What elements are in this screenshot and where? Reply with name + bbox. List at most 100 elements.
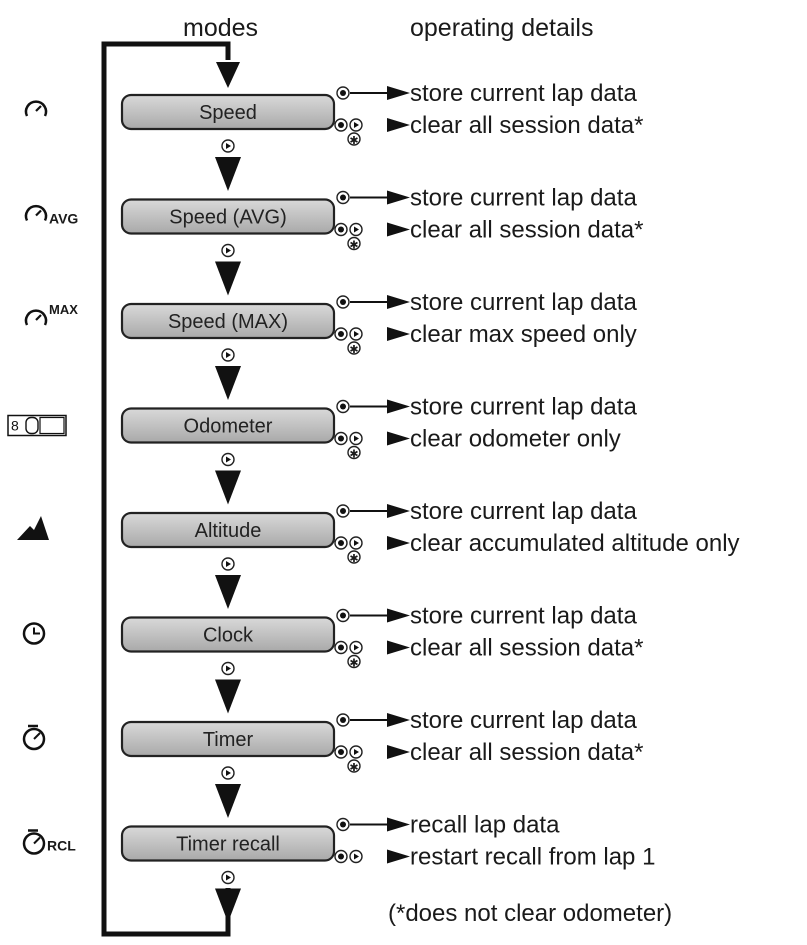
detail-arrow-head <box>387 86 410 100</box>
detail-arrow-head <box>387 295 410 309</box>
mode-row: Timer recall RCL recall lap data restart re… <box>22 812 655 923</box>
mode-button-hold-triangle <box>354 853 359 860</box>
detail-secondary: restart recall from lap 1 <box>410 844 655 871</box>
mode-label: Timer recall <box>176 834 280 856</box>
mode-label: Odometer <box>184 416 273 438</box>
mode-button-hold-triangle <box>354 226 359 233</box>
reset-button-glyph: ✱ <box>349 762 358 774</box>
stopwatch-recall-icon <box>22 829 46 855</box>
flow-arrow <box>215 575 241 609</box>
modes-header: modes <box>183 14 258 42</box>
lap-button-hold-dot <box>338 540 344 546</box>
lap-button-dot <box>340 299 346 305</box>
detail-arrow-head <box>387 640 410 655</box>
detail-arrow-head <box>387 431 410 446</box>
mode-label: Timer <box>203 729 254 751</box>
detail-arrow-head <box>387 713 410 727</box>
odometer-icon <box>7 414 67 437</box>
lap-button-hold-dot <box>338 749 344 755</box>
detail-arrow-head <box>387 745 410 759</box>
lap-button-dot <box>340 821 346 828</box>
reset-button <box>347 236 361 251</box>
reset-button-glyph: ✱ <box>349 553 358 565</box>
detail-secondary: clear all session data* <box>410 739 643 766</box>
reset-button <box>347 654 361 669</box>
lap-button-dot <box>340 508 346 514</box>
mode-button-hold-triangle <box>354 749 359 755</box>
lap-button-hold-dot <box>338 435 344 442</box>
detail-primary: recall lap data <box>410 812 560 839</box>
lap-button-dot <box>340 612 346 619</box>
reset-button <box>347 445 361 460</box>
detail-secondary: clear odometer only <box>410 426 621 453</box>
next-mode-button-triangle <box>226 247 231 254</box>
detail-primary: store current lap data <box>410 185 637 212</box>
lap-button-dot <box>340 90 346 96</box>
lap-button-dot <box>340 194 346 201</box>
flow-arrow <box>215 261 241 296</box>
next-mode-button-triangle <box>226 143 231 149</box>
mode-box[interactable]: Timer <box>120 720 336 758</box>
mode-box[interactable]: Speed (MAX) <box>120 302 336 340</box>
detail-primary: store current lap data <box>410 394 637 421</box>
reset-button-glyph: ✱ <box>349 658 358 670</box>
footnote: (*does not clear odometer) <box>388 900 672 927</box>
mode-box[interactable]: Speed <box>120 93 336 131</box>
lap-button-hold-dot <box>338 644 344 651</box>
detail-secondary: clear all session data* <box>410 112 643 139</box>
mode-row: Timer store current lap data clear all ses… <box>22 707 643 818</box>
next-mode-button-triangle <box>226 456 231 463</box>
mode-box[interactable]: Speed (AVG) <box>120 198 336 235</box>
speedometer-max-icon-text: MAX <box>49 302 78 317</box>
next-mode-button-triangle <box>226 770 231 776</box>
lap-button-dot <box>340 717 346 723</box>
detail-primary: store current lap data <box>410 707 637 734</box>
reset-button <box>347 341 361 355</box>
lap-button-hold-dot <box>338 122 344 128</box>
detail-arrow-head <box>387 849 410 864</box>
reset-button-glyph: ✱ <box>349 344 358 356</box>
next-mode-button-triangle <box>226 352 231 358</box>
mode-button-hold-triangle <box>354 644 359 651</box>
mode-label: Speed <box>199 102 257 124</box>
flow-arrow <box>215 470 241 505</box>
flow-arrow <box>215 157 241 191</box>
detail-arrow-head <box>387 399 410 414</box>
reset-button <box>347 550 361 564</box>
lap-button-hold-dot <box>338 226 344 233</box>
lap-button-hold-dot <box>338 331 344 337</box>
next-mode-button-triangle <box>226 561 231 567</box>
detail-arrow-head <box>387 504 410 518</box>
next-mode-button-triangle <box>226 665 231 672</box>
stopwatch-icon <box>22 724 46 751</box>
detail-primary: store current lap data <box>410 603 637 630</box>
lap-button-hold-dot <box>338 853 344 860</box>
flow-arrow <box>215 888 241 923</box>
mode-label: Clock <box>203 625 254 647</box>
detail-arrow-head <box>387 190 410 205</box>
detail-arrow-head <box>387 608 410 623</box>
detail-secondary: clear all session data* <box>410 217 643 244</box>
detail-arrow-head <box>387 118 410 132</box>
reset-button <box>347 132 361 146</box>
stopwatch-recall-icon-text: RCL <box>47 838 76 854</box>
mode-label: Altitude <box>195 520 262 542</box>
detail-arrow-head <box>387 817 410 832</box>
mode-box[interactable]: Altitude <box>120 511 336 549</box>
mode-box[interactable]: Odometer <box>120 407 336 444</box>
reset-button-glyph: ✱ <box>349 449 358 461</box>
detail-arrow-head <box>387 327 410 341</box>
speedometer-max-icon <box>24 309 48 326</box>
flow-arrow <box>215 679 241 714</box>
mode-box[interactable]: Clock <box>120 616 336 653</box>
detail-secondary: clear all session data* <box>410 635 643 662</box>
mode-box[interactable]: Timer recall <box>120 825 336 862</box>
speedometer-icon <box>24 100 48 117</box>
detail-secondary: clear max speed only <box>410 321 637 348</box>
